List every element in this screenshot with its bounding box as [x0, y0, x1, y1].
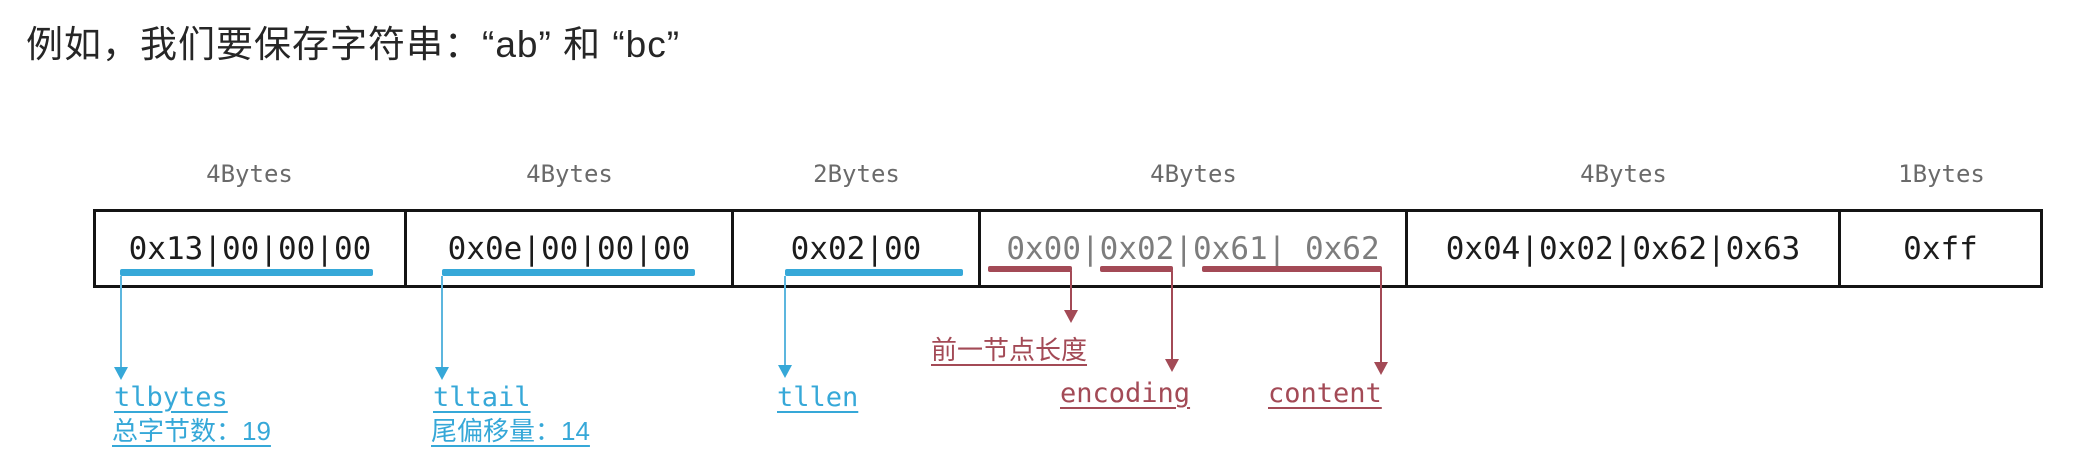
label-tlbytes-cn: 总字节数：19: [112, 416, 271, 446]
cell-entry2: 0x04|0x02|0x62|0x63: [1408, 212, 1841, 285]
cell-tllen: 0x02|00: [734, 212, 981, 285]
arrowhead-icon: [1374, 362, 1388, 375]
cell-tlbytes: 0x13|00|00|00: [96, 212, 407, 285]
arrow-down-prev-node-len: [1064, 271, 1078, 323]
arrow-down-encoding: [1165, 271, 1179, 372]
underline-tltail: [442, 269, 695, 276]
arrow-down-tlbytes: [114, 276, 128, 380]
underline-tllen: [785, 269, 963, 276]
label-prev-node-len: 前一节点长度: [931, 335, 1088, 365]
underline-tlbytes: [120, 269, 373, 276]
label-tllen: tllen: [777, 382, 859, 413]
size-label-entry2: 4Bytes: [1580, 160, 1667, 188]
cell-entry1: 0x00|0x02|0x61| 0x62: [981, 212, 1408, 285]
label-tlbytes: tlbytes: [114, 382, 228, 413]
arrowhead-icon: [1165, 359, 1179, 372]
size-label-end: 1Bytes: [1898, 160, 1985, 188]
arrowhead-icon: [435, 367, 449, 380]
size-label-tltail: 4Bytes: [526, 160, 613, 188]
page-title: 例如，我们要保存字符串：“ab” 和 “bc”: [26, 24, 681, 65]
arrowhead-icon: [1064, 310, 1078, 323]
label-encoding: encoding: [1060, 378, 1191, 409]
byte-table: 0x13|00|00|00 0x0e|00|00|00 0x02|00 0x00…: [93, 209, 2043, 288]
label-tltail: tltail: [433, 382, 531, 413]
underline-prev-node-len: [988, 266, 1072, 272]
arrowhead-icon: [778, 365, 792, 378]
arrow-down-content: [1374, 271, 1388, 375]
size-label-tllen: 2Bytes: [813, 160, 900, 188]
label-tltail-cn: 尾偏移量：14: [431, 416, 590, 446]
size-label-tlbytes: 4Bytes: [206, 160, 293, 188]
underline-content: [1202, 266, 1382, 272]
cell-tltail: 0x0e|00|00|00: [407, 212, 734, 285]
arrowhead-icon: [114, 367, 128, 380]
underline-encoding: [1100, 266, 1173, 272]
size-label-entry1: 4Bytes: [1150, 160, 1237, 188]
label-content: content: [1268, 378, 1382, 409]
arrow-down-tltail: [435, 276, 449, 380]
arrow-down-tllen: [778, 276, 792, 378]
cell-end-marker: 0xff: [1903, 230, 1978, 267]
